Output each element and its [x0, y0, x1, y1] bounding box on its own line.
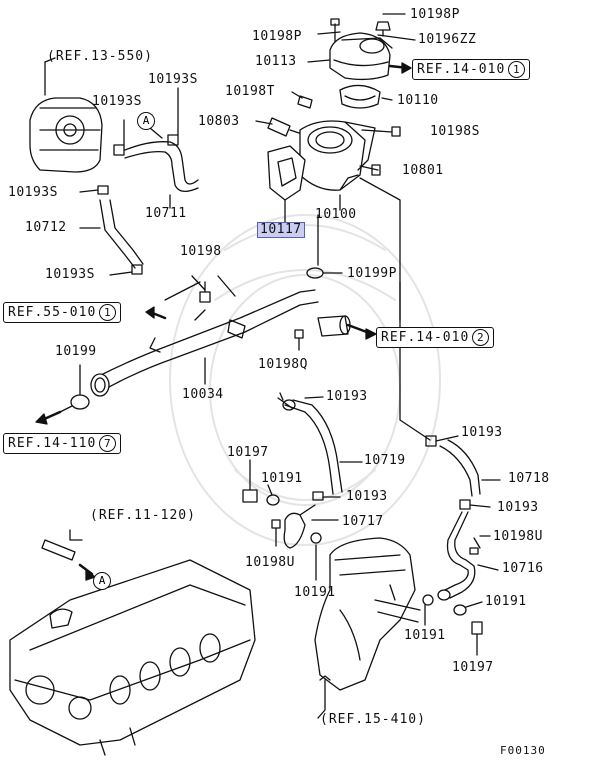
part-label-10198T: 10198T [225, 84, 275, 99]
ref-label-15-410[interactable]: (REF.15-410) [320, 712, 426, 727]
hose-10718-and-pipe-10716 [422, 435, 501, 656]
part-label-10198U-a: 10198U [245, 555, 295, 570]
part-label-10110: 10110 [397, 93, 439, 108]
part-label-10197-b: 10197 [452, 660, 494, 675]
part-label-10193S-a: 10193S [148, 72, 198, 87]
ref-text: REF.14-110 [8, 436, 97, 451]
thermostat-housing-group [255, 13, 416, 279]
ref-text: REF.14-010 [417, 62, 506, 77]
part-label-10100: 10100 [315, 207, 357, 222]
marker-a-top: A [137, 112, 155, 130]
part-label-10193S-c: 10193S [8, 185, 58, 200]
ref-text: REF.55-010 [8, 305, 97, 320]
part-label-10718: 10718 [508, 471, 550, 486]
part-label-10199: 10199 [55, 344, 97, 359]
figure-code: F00130 [500, 744, 546, 757]
part-label-10193-d: 10193 [497, 500, 539, 515]
part-label-10803: 10803 [198, 114, 240, 129]
watermark-logo [169, 214, 441, 546]
ref-circle-number: 1 [99, 304, 117, 321]
part-label-10198U-b: 10198U [493, 529, 543, 544]
part-label-10198Q: 10198Q [258, 357, 308, 372]
ref-text: REF.14-010 [381, 330, 470, 345]
part-label-10801: 10801 [402, 163, 444, 178]
part-label-10193-c: 10193 [346, 489, 388, 504]
part-label-10199P: 10199P [347, 266, 397, 281]
part-label-10198P: 10198P [410, 7, 460, 22]
part-label-10193-a: 10193 [326, 389, 368, 404]
part-label-10198P-b: 10198P [252, 29, 302, 44]
part-label-10193S-d: 10193S [45, 267, 95, 282]
part-label-10198S: 10198S [430, 124, 480, 139]
part-label-10198: 10198 [180, 244, 222, 259]
leader-10193-right [359, 177, 431, 441]
ref-circle-number: 2 [472, 329, 490, 346]
part-label-10196ZZ: 10196ZZ [418, 32, 477, 47]
hose-10719 [277, 392, 363, 501]
part-label-10117-highlighted[interactable]: 10117 [257, 222, 305, 238]
part-label-10711: 10711 [145, 206, 187, 221]
water-pump-assembly [29, 57, 199, 276]
ref-circle-number: 1 [508, 61, 526, 78]
part-label-10191-a: 10191 [261, 471, 303, 486]
part-label-10716: 10716 [502, 561, 544, 576]
hose-10717-group [242, 459, 339, 581]
part-label-10191-c: 10191 [485, 594, 527, 609]
part-label-10113: 10113 [255, 54, 297, 69]
ref-label-13-550[interactable]: (REF.13-550) [47, 49, 153, 64]
part-label-10717: 10717 [342, 514, 384, 529]
cylinder-head [9, 529, 256, 756]
part-label-10197-a: 10197 [227, 445, 269, 460]
ref-circle-number: 7 [99, 435, 117, 452]
part-label-10193S-b: 10193S [92, 94, 142, 109]
ref-label-11-120[interactable]: (REF.11-120) [90, 508, 196, 523]
part-label-10193-b: 10193 [461, 425, 503, 440]
part-label-10712: 10712 [25, 220, 67, 235]
part-label-10191-d: 10191 [404, 628, 446, 643]
marker-a-bottom: A [93, 572, 111, 590]
part-label-10719: 10719 [364, 453, 406, 468]
water-outlet-fitting [314, 537, 421, 719]
part-label-10034: 10034 [182, 387, 224, 402]
part-label-10191-b: 10191 [294, 585, 336, 600]
water-pipe-10034 [35, 275, 377, 425]
